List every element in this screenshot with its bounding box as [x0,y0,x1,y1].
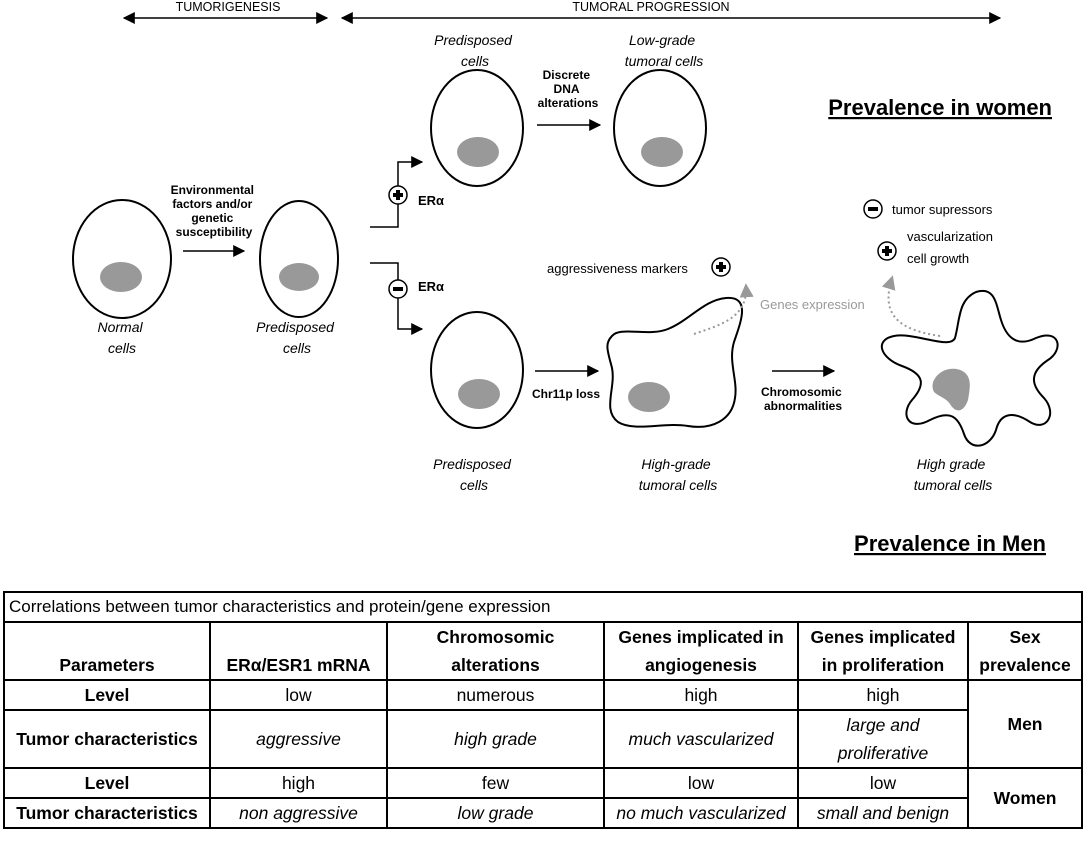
genes-expression-label: Genes expression [760,297,865,312]
table-row: Level low numerous high high Men [3,679,1084,769]
cell-angio: much vascularized [603,709,799,769]
table-row: Tumor characteristics non aggressive low… [3,797,1082,829]
plus-icon [388,185,408,205]
prevalence-men: Prevalence in Men [854,531,1046,556]
lowgrade-label: Low-grade tumoral cells [625,32,704,69]
cell-chrom: low grade [386,797,605,829]
table-row: Level high few low low Women [3,767,1084,829]
tumoral-progression-label: TUMORAL PROGRESSION [572,0,729,14]
minus-icon [863,199,883,219]
plus-icon [877,241,897,261]
tumor-supressors-label: tumor supressors [892,202,993,217]
cell-era: high [209,767,388,799]
genes-expression-arrow-right [881,275,941,337]
row-param: Level [3,767,211,799]
cell-angio: no much vascularized [603,797,799,829]
header-sex: Sex prevalence [966,621,1084,681]
aggressiveness-markers-label: aggressiveness markers [547,261,688,276]
header-era: ERα/ESR1 mRNA [209,621,388,681]
cell-era: aggressive [209,709,388,769]
environmental-label: Environmental factors and/or genetic sus… [171,183,258,239]
lowgrade-cell [613,69,707,187]
chromosomic-label: Chromosomic abnormalities [761,385,845,413]
row-param: Tumor characteristics [3,709,211,769]
predisposed-cell-top [430,69,524,187]
cell-angio: high [603,679,799,711]
tumor-progression-diagram: TUMORIGENESIS TUMORAL PROGRESSION Normal… [72,0,1059,556]
chr11p-label: Chr11p loss [532,387,600,401]
normal-cell [72,199,172,319]
cell-chrom: numerous [386,679,605,711]
cell-prolif: large and proliferative [797,709,969,769]
table-caption: Correlations between tumor characteristi… [2,591,1084,623]
cell-chrom: few [386,767,605,799]
tumoral-progression-phase: TUMORAL PROGRESSION [340,0,1002,24]
table-row: Tumor characteristics aggressive high gr… [3,709,1082,769]
cell-angio: low [603,767,799,799]
prevalence-women: Prevalence in women [828,95,1052,120]
header-parameters: Parameters [3,621,211,681]
tumorigenesis-phase: TUMORIGENESIS [122,0,329,24]
cell-prolif: small and benign [797,797,969,829]
row-param: Tumor characteristics [3,797,211,829]
highgrade-cell-right [880,289,1059,447]
cell-prolif: high [797,679,969,711]
header-angiogenesis: Genes implicated in angiogenesis [603,621,799,681]
discrete-dna-label: Discrete DNA alterations [538,68,599,110]
era-plus-label: ERα [418,193,444,208]
cell-era: non aggressive [209,797,388,829]
correlation-table: Correlations between tumor characteristi… [2,591,1084,829]
predisposed-cell-bottom [430,311,524,429]
era-minus-label: ERα [418,279,444,294]
vascularization-label: vascularization cell growth [907,229,997,266]
minus-icon [388,279,408,299]
header-chromosomic: Chromosomic alterations [386,621,605,681]
cell-era: low [209,679,388,711]
highgrade-mid-label: High-grade tumoral cells [639,456,718,493]
predisposed-cell-left [259,200,339,318]
predisposed-bottom-label: Predisposed cells [433,456,515,493]
header-proliferation: Genes implicated in proliferation [797,621,969,681]
sex-men: Men [966,679,1084,769]
normal-cell-label: Normal cells [97,319,146,356]
tumorigenesis-label: TUMORIGENESIS [176,0,281,14]
predisposed-left-label: Predisposed cells [256,319,338,356]
highgrade-cell-mid [606,296,744,428]
sex-women: Women [966,767,1084,829]
cell-chrom: high grade [386,709,605,769]
plus-icon [711,257,731,277]
row-param: Level [3,679,211,711]
cell-prolif: low [797,767,969,799]
table-header-row: Parameters ERα/ESR1 mRNA Chromosomic alt… [3,621,1084,681]
predisposed-top-label: Predisposed cells [434,32,516,69]
highgrade-right-label: High grade tumoral cells [914,456,993,493]
